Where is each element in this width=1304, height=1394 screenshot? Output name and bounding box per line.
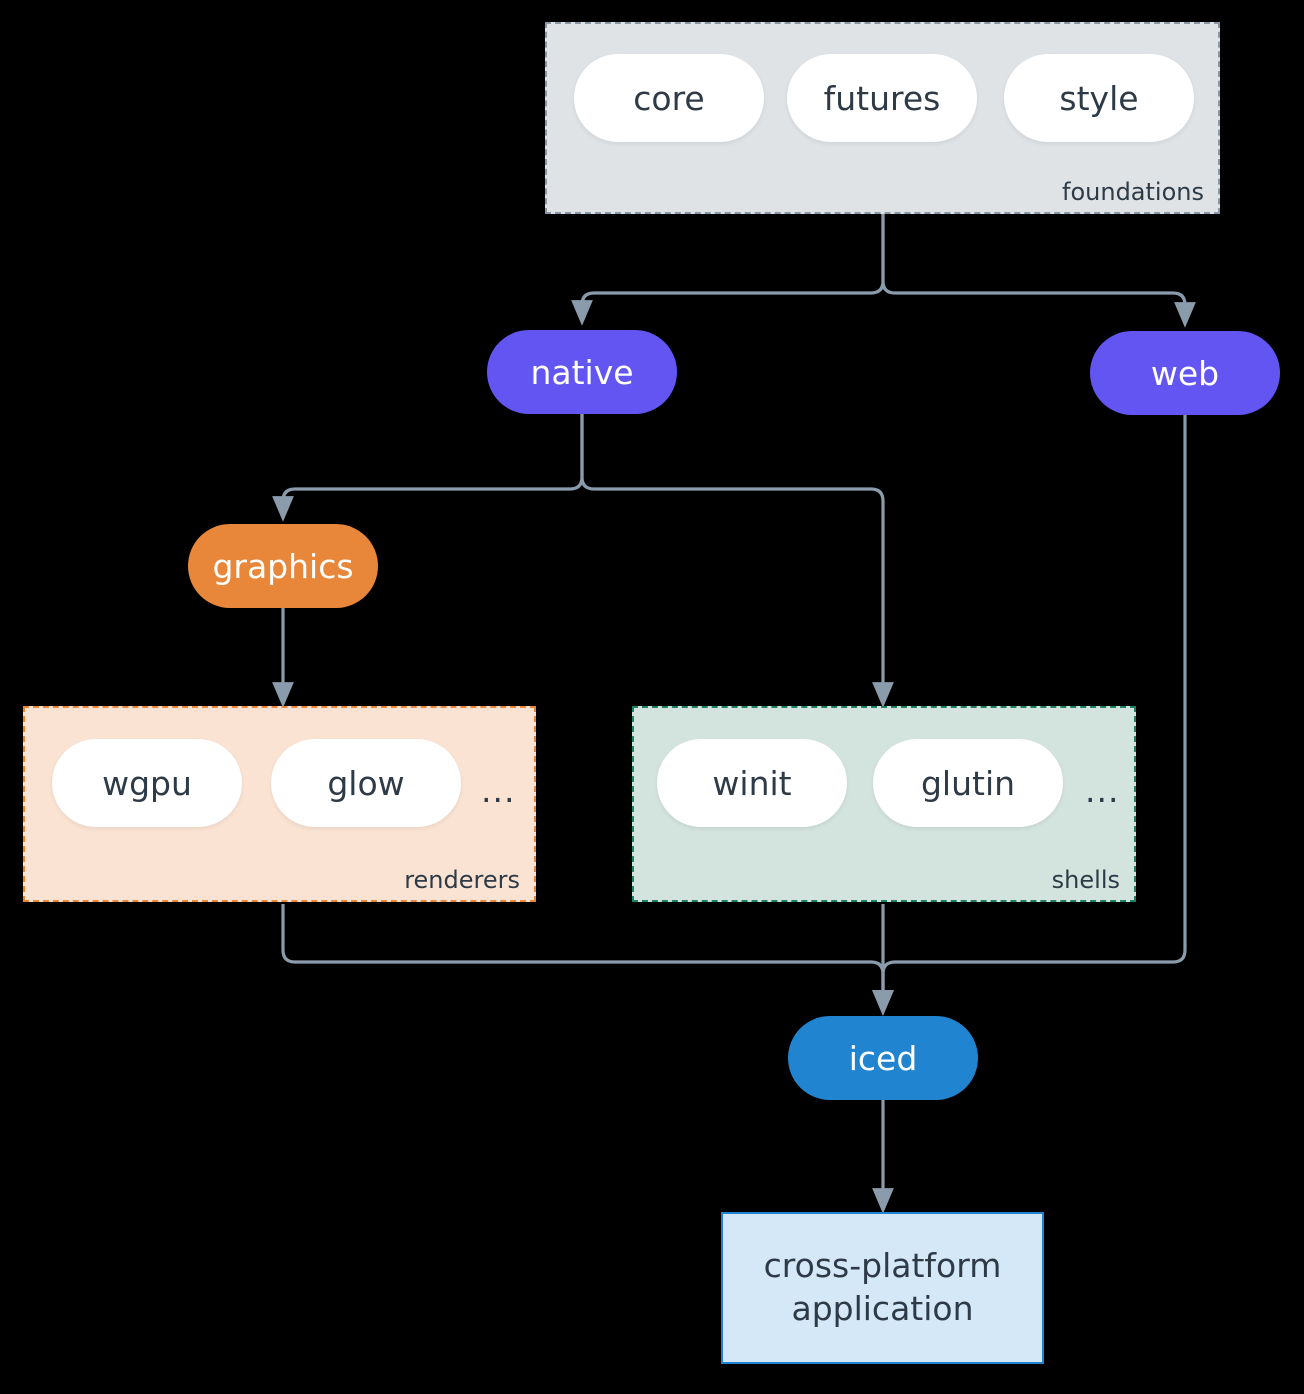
shells-ellipsis: ... [1085,771,1120,810]
node-native[interactable]: native [487,330,677,414]
edge-renderers-iced [281,904,894,1016]
cluster-renderers-label: renderers [404,866,520,894]
edge-native-graphics [272,412,584,522]
node-web-label: web [1150,353,1220,393]
chip-wgpu[interactable]: wgpu [52,739,242,827]
node-graphics[interactable]: graphics [188,524,378,608]
chip-core[interactable]: core [574,54,764,142]
chip-wgpu-label: wgpu [102,763,192,803]
node-cross-platform-application[interactable]: cross-platform application [721,1212,1044,1364]
node-web[interactable]: web [1090,331,1280,415]
chip-winit[interactable]: winit [657,739,847,827]
cluster-shells: winit glutin ... shells [632,706,1136,902]
cluster-foundations-label: foundations [1062,178,1204,206]
chip-style-label: style [1059,78,1139,118]
renderers-ellipsis: ... [481,771,516,810]
edge-foundations-native [571,214,885,326]
cluster-renderers: wgpu glow ... renderers [23,706,536,902]
chip-futures[interactable]: futures [787,54,977,142]
chip-glutin[interactable]: glutin [873,739,1063,827]
chip-glutin-label: glutin [920,763,1016,803]
cluster-foundations: core futures style foundations [545,22,1220,214]
chip-glow[interactable]: glow [271,739,461,827]
chip-glow-label: glow [327,763,405,803]
edge-native-shells [580,412,894,708]
node-iced[interactable]: iced [788,1016,978,1100]
application-label-line1: cross-platform [763,1246,1002,1286]
node-graphics-label: graphics [212,546,354,586]
application-label-line2: application [791,1289,974,1328]
chip-futures-label: futures [823,78,941,118]
chip-core-label: core [633,78,705,118]
chip-winit-label: winit [712,763,792,803]
chip-style[interactable]: style [1004,54,1194,142]
node-native-label: native [530,352,634,392]
edge-foundations-web [881,214,1196,328]
node-iced-label: iced [848,1038,918,1078]
cluster-shells-label: shells [1051,866,1120,894]
